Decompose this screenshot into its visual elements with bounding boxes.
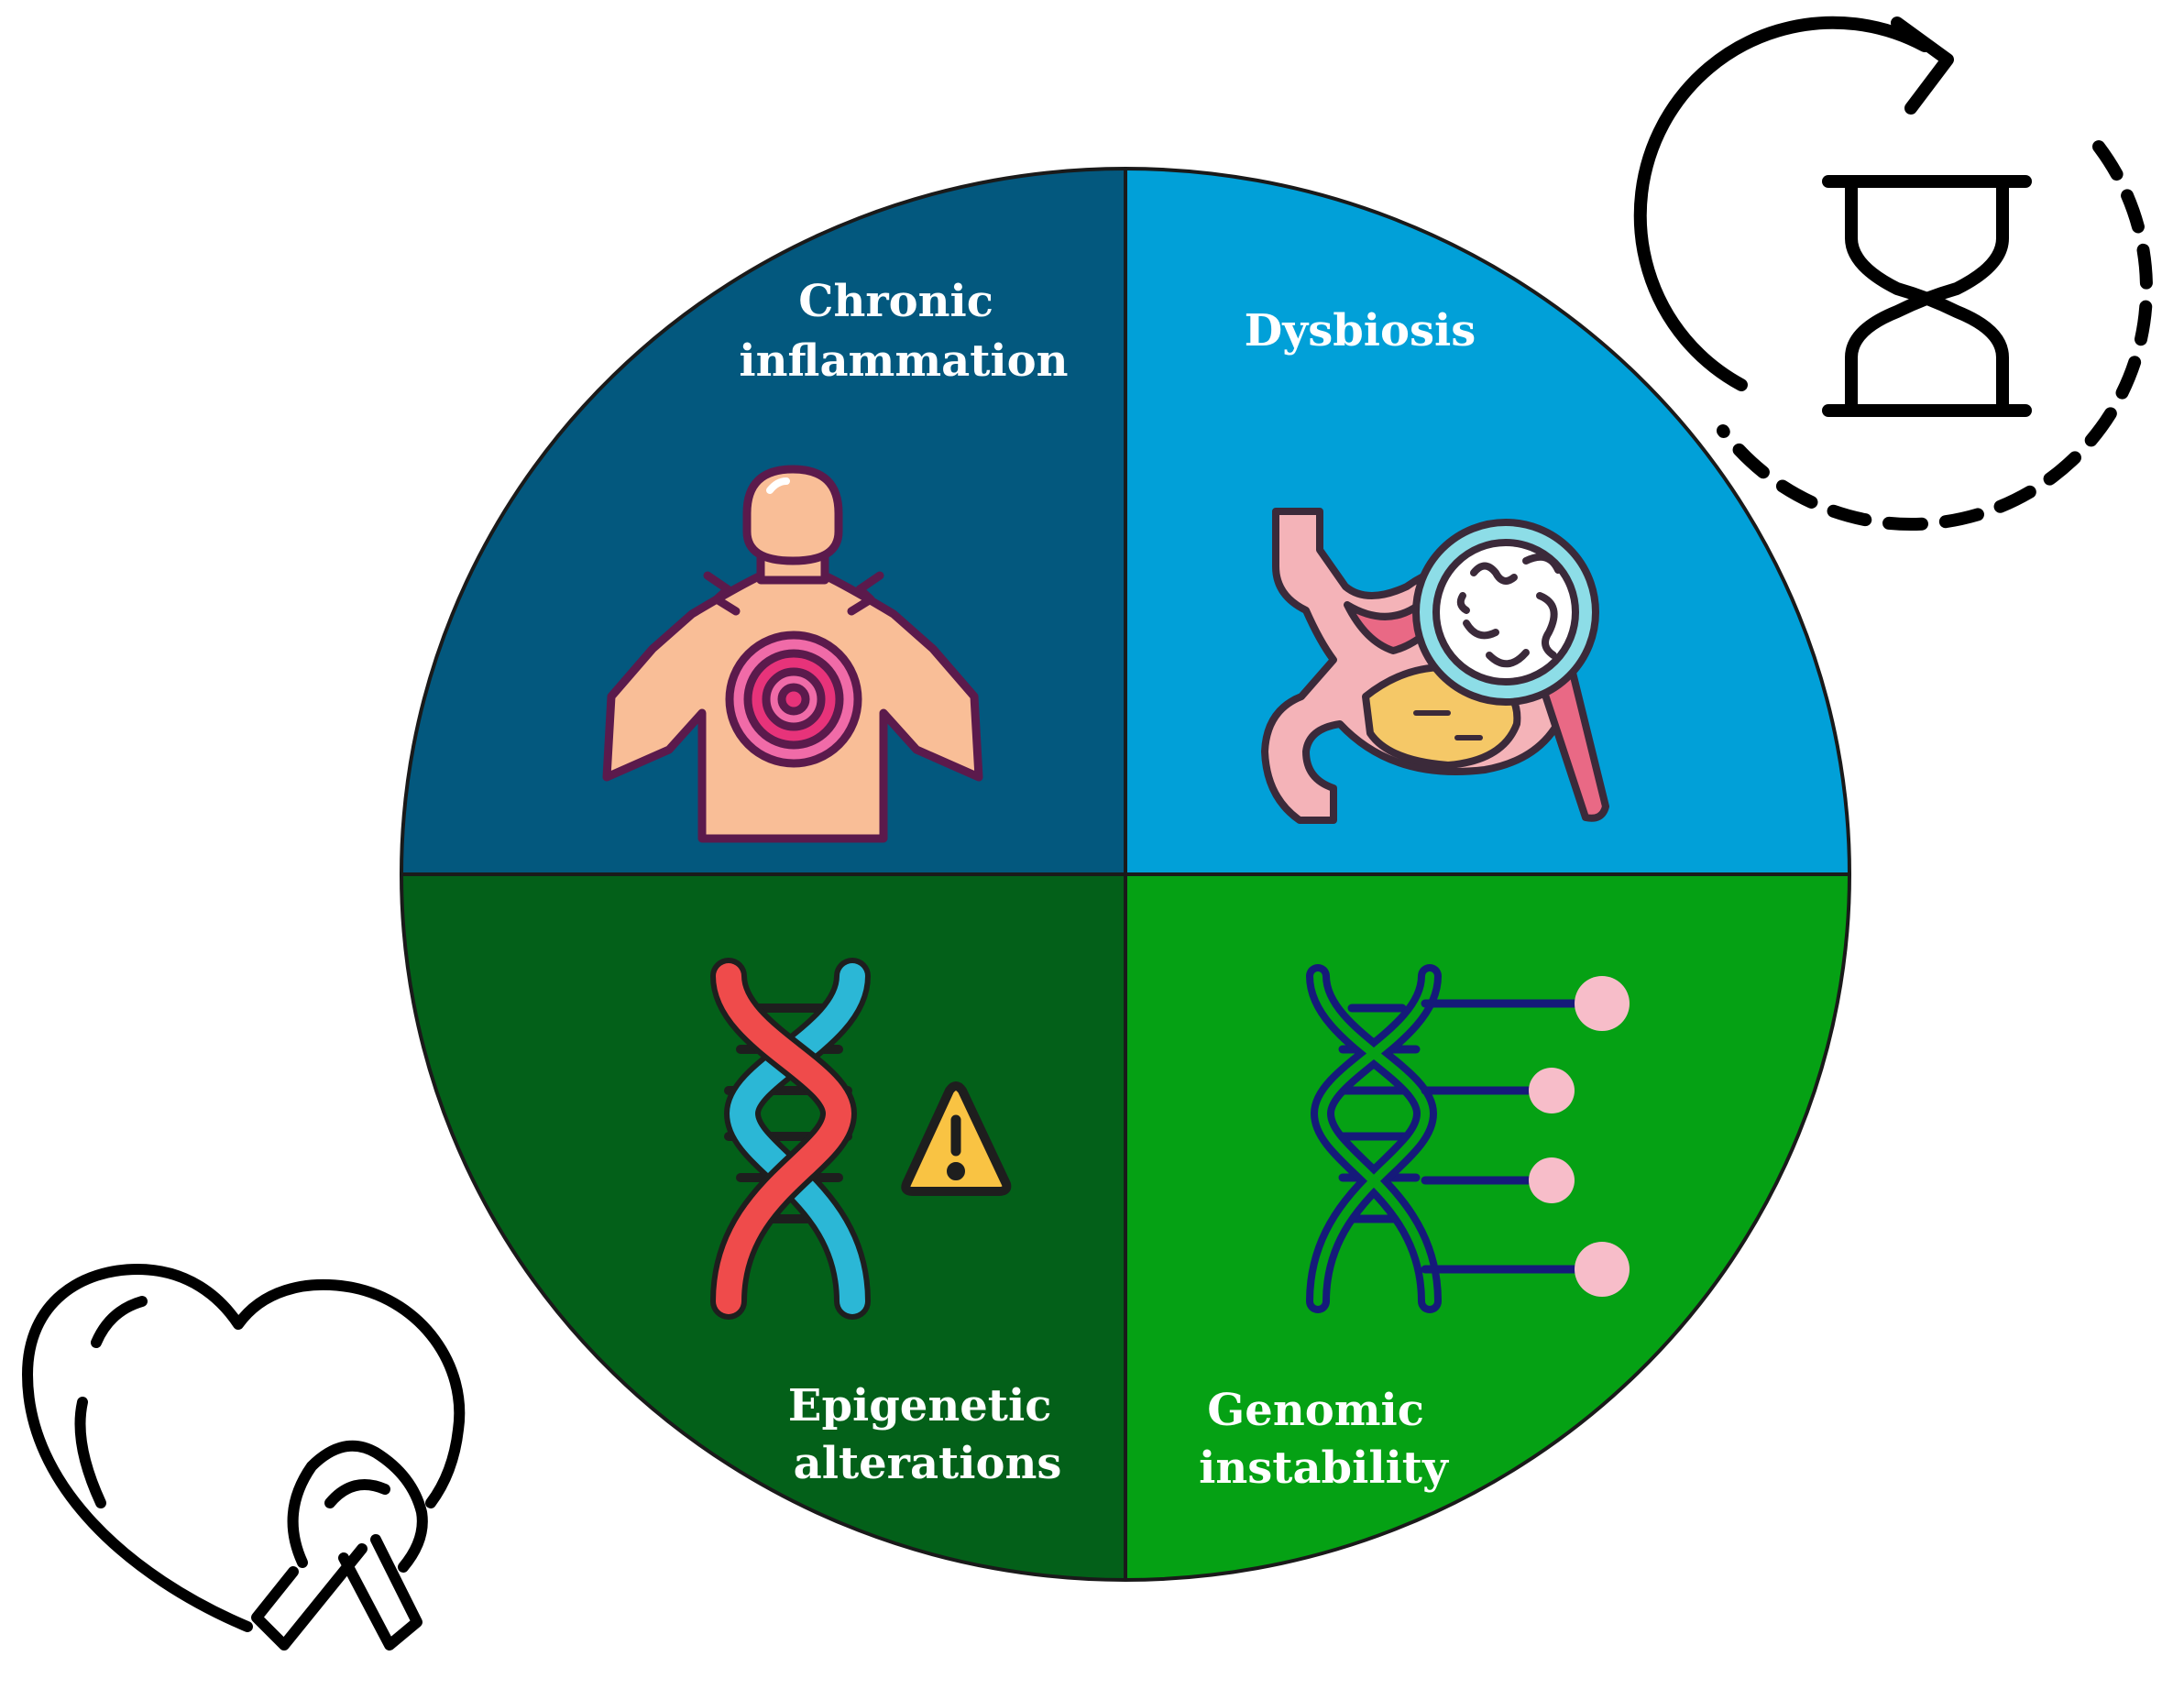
heart-ribbon-icon <box>22 1264 466 1651</box>
dna-warning-icon <box>710 958 1012 1320</box>
label-genomic-line1: Genomic <box>1207 1385 1424 1436</box>
quadrant-genomic-instability <box>1125 874 1849 1580</box>
label-chronic-line2: inflammation <box>739 335 1068 387</box>
label-epigenetic-line1: Epigenetic <box>788 1380 1052 1431</box>
dna-markers-icon <box>1306 964 1630 1313</box>
label-epigenetic-alterations: Epigenetic alterations <box>788 1380 1067 1489</box>
label-genomic-instability: Genomic instability <box>1199 1385 1450 1494</box>
circle-outline <box>400 167 1851 1582</box>
label-dysbiosis: Dysbiosis <box>1245 305 1476 356</box>
stomach-magnifier-bacteria-icon <box>1261 508 1609 824</box>
label-chronic-inflammation: Chronic inflammation <box>739 276 1068 387</box>
hourglass-cycle-icon <box>1633 16 2153 531</box>
label-epigenetic-line2: alterations <box>794 1438 1062 1489</box>
label-dysbiosis-line1: Dysbiosis <box>1245 305 1476 356</box>
inflamed-chest-person-icon <box>602 465 983 843</box>
label-genomic-line2: instability <box>1199 1442 1450 1494</box>
label-chronic-line1: Chronic <box>798 276 993 327</box>
quadrant-bg-genomic-instability <box>1125 874 1849 1580</box>
